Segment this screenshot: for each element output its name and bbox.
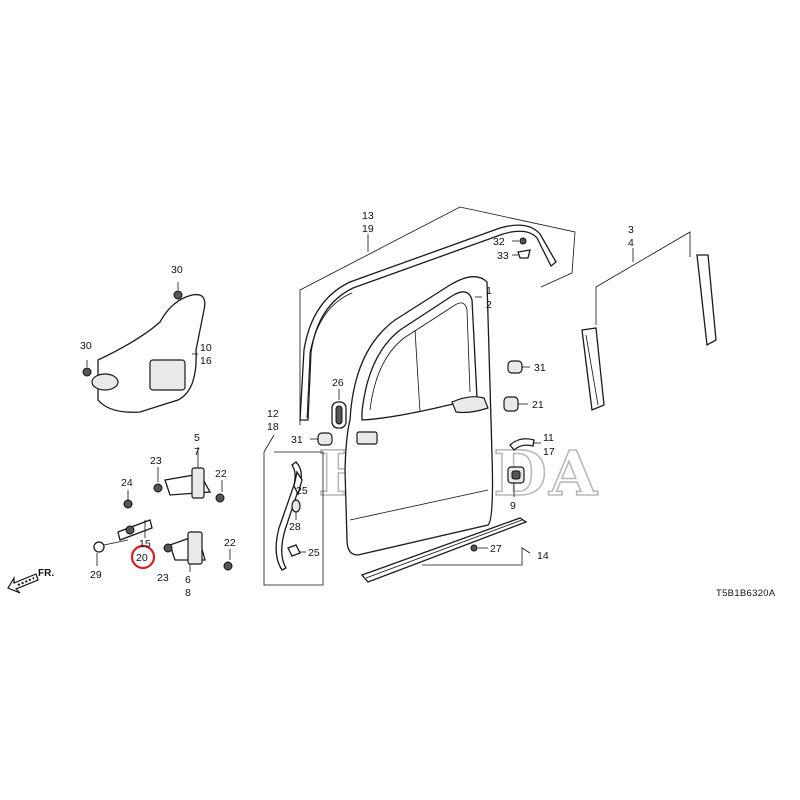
callout-14[interactable]: 14 bbox=[537, 550, 549, 562]
front-arrow-icon bbox=[7, 573, 39, 594]
inner-door-handle bbox=[356, 431, 378, 445]
callout-21[interactable]: 21 bbox=[532, 399, 544, 411]
door-weatherstrip bbox=[275, 461, 303, 571]
door-bumper-31-left bbox=[317, 432, 333, 446]
callout-31-right[interactable]: 31 bbox=[534, 362, 546, 374]
leader-14-box bbox=[422, 547, 531, 566]
clip-25-lower bbox=[287, 544, 301, 557]
leader-13-19-box bbox=[299, 206, 576, 425]
callout-22-lower[interactable]: 22 bbox=[224, 537, 236, 549]
callout-26[interactable]: 26 bbox=[332, 377, 344, 389]
callout-6[interactable]: 6 bbox=[185, 574, 191, 586]
door-bumper-31-right bbox=[507, 360, 523, 374]
callout-2[interactable]: 2 bbox=[486, 299, 492, 311]
callout-13[interactable]: 13 bbox=[362, 210, 374, 222]
clip-33 bbox=[517, 249, 531, 259]
sheet-hole-cover bbox=[91, 373, 119, 391]
callout-23-lower[interactable]: 23 bbox=[157, 572, 169, 584]
callout-30-upper[interactable]: 30 bbox=[171, 264, 183, 276]
callout-18[interactable]: 18 bbox=[267, 421, 279, 433]
clip-27 bbox=[470, 544, 478, 552]
callout-4[interactable]: 4 bbox=[628, 237, 634, 249]
callout-17[interactable]: 17 bbox=[543, 446, 555, 458]
sheet-access-cover bbox=[149, 359, 186, 391]
callout-20[interactable]: 20 bbox=[136, 552, 148, 564]
door-checker bbox=[93, 499, 153, 553]
callout-23-upper[interactable]: 23 bbox=[150, 455, 162, 467]
callout-1[interactable]: 1 bbox=[486, 285, 492, 297]
callout-25-upper[interactable]: 25 bbox=[296, 485, 308, 497]
pillar-garnish bbox=[581, 254, 717, 411]
door-latch-9 bbox=[507, 466, 525, 484]
grommet-30-upper bbox=[173, 282, 183, 300]
callout-19[interactable]: 19 bbox=[362, 223, 374, 235]
highlight-ring bbox=[130, 544, 156, 570]
clip-28 bbox=[291, 499, 301, 513]
clip-25-upper bbox=[293, 470, 303, 496]
callout-28[interactable]: 28 bbox=[289, 521, 301, 533]
callout-10[interactable]: 10 bbox=[200, 342, 212, 354]
callout-12[interactable]: 12 bbox=[267, 408, 279, 420]
lower-door-molding bbox=[360, 517, 528, 583]
callout-25-lower[interactable]: 25 bbox=[308, 547, 320, 559]
leader-3-4 bbox=[595, 231, 691, 325]
callout-3[interactable]: 3 bbox=[628, 224, 634, 236]
callout-labels: 13 19 32 33 3 4 1 2 30 30 10 16 31 26 21… bbox=[80, 210, 634, 599]
callout-9[interactable]: 9 bbox=[510, 500, 516, 512]
door-stopper-21 bbox=[503, 396, 519, 412]
front-door-panel bbox=[344, 276, 494, 556]
callout-29[interactable]: 29 bbox=[90, 569, 102, 581]
diagram-code: T5B1B6320A bbox=[716, 588, 776, 599]
callout-27[interactable]: 27 bbox=[490, 543, 502, 555]
callout-8[interactable]: 8 bbox=[185, 587, 191, 599]
callout-16[interactable]: 16 bbox=[200, 355, 212, 367]
leader-12-18-box bbox=[263, 434, 324, 586]
waterproof-sheet bbox=[91, 293, 206, 413]
callout-32[interactable]: 32 bbox=[493, 236, 505, 248]
callout-15[interactable]: 15 bbox=[139, 538, 151, 550]
lower-door-hinge bbox=[163, 531, 233, 571]
clip-32 bbox=[519, 237, 527, 245]
callout-30-left[interactable]: 30 bbox=[80, 340, 92, 352]
callout-24[interactable]: 24 bbox=[121, 477, 133, 489]
door-grommet-26 bbox=[331, 401, 347, 429]
callout-11[interactable]: 11 bbox=[543, 432, 554, 444]
callout-33[interactable]: 33 bbox=[497, 250, 509, 262]
door-frame-weatherstrip bbox=[299, 224, 557, 421]
upper-door-hinge bbox=[153, 467, 225, 503]
door-open-stopper bbox=[509, 438, 535, 451]
front-direction-label: FR. bbox=[38, 568, 54, 579]
grommet-30-left bbox=[82, 360, 92, 377]
callout-31-left[interactable]: 31 bbox=[291, 434, 303, 446]
callout-5[interactable]: 5 bbox=[194, 432, 200, 444]
callout-22-upper[interactable]: 22 bbox=[215, 468, 227, 480]
outer-door-handle bbox=[451, 396, 489, 414]
callout-7[interactable]: 7 bbox=[194, 446, 200, 458]
